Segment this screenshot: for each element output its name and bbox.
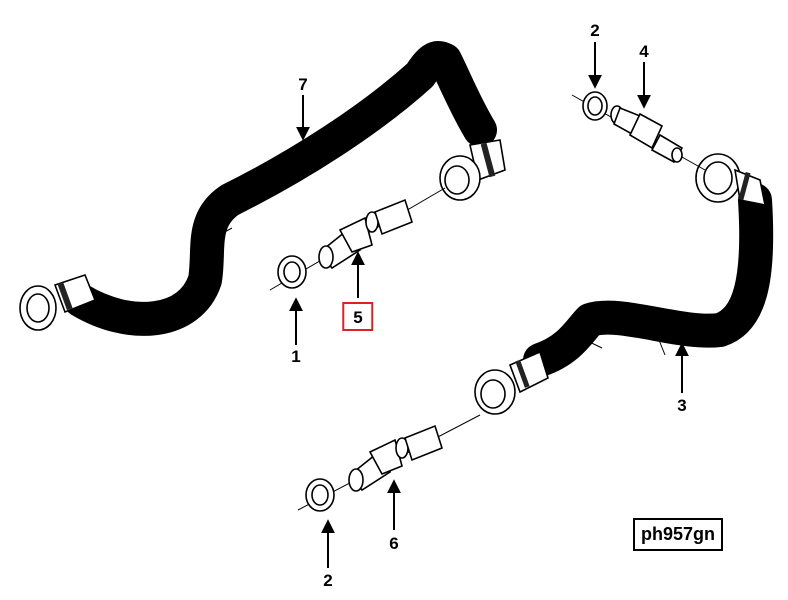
adapter-6 <box>348 424 443 492</box>
callout-3: 3 <box>677 396 687 415</box>
hose-7-left-fitting <box>19 274 97 331</box>
callout-7: 7 <box>298 75 308 94</box>
washer-2-bottom <box>305 478 335 512</box>
hose-7-right-fitting <box>439 139 506 201</box>
reference-code-box: ph957gn <box>633 518 724 551</box>
washer-1 <box>277 255 307 289</box>
hose-3-bottom-fitting <box>474 350 549 415</box>
callout-2-top: 2 <box>590 21 600 40</box>
callout-1: 1 <box>291 347 301 366</box>
hose-3-top-fitting <box>695 153 767 207</box>
callout-4: 4 <box>639 42 649 61</box>
hose-7 <box>63 41 497 336</box>
adapter-5 <box>318 198 413 270</box>
callout-2-bottom: 2 <box>323 571 333 590</box>
hose-3 <box>523 183 774 377</box>
callout-6: 6 <box>389 534 399 553</box>
washer-2-top <box>582 91 608 121</box>
callout-5-highlighted[interactable]: 5 <box>342 302 374 331</box>
leader-arrows <box>289 42 689 568</box>
adapter-4 <box>610 105 684 164</box>
